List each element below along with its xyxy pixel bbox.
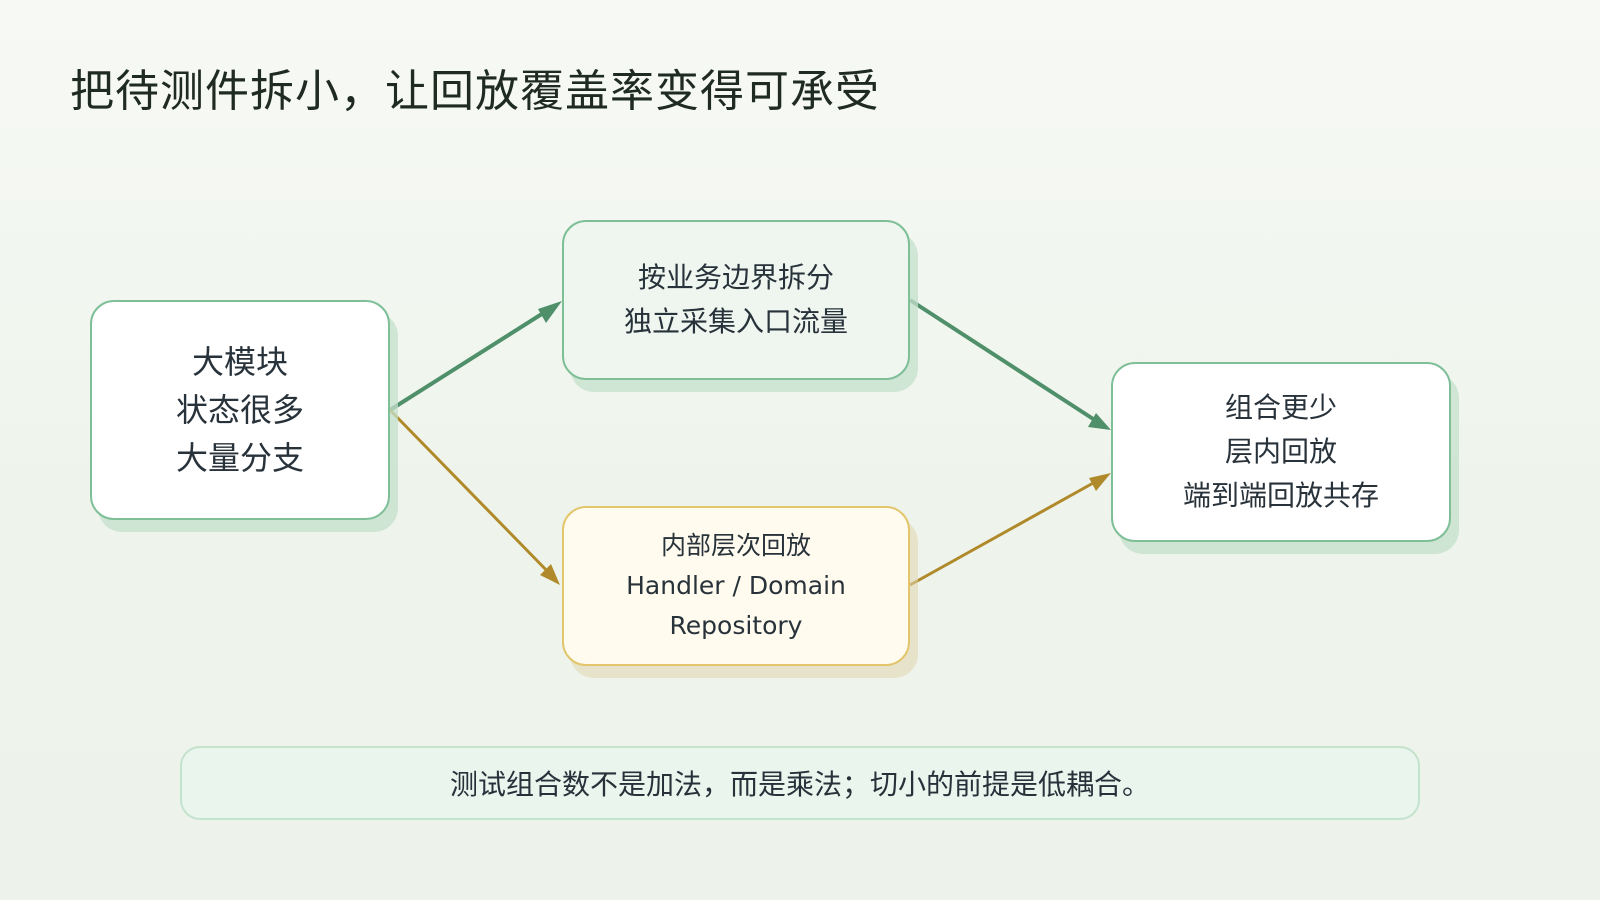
arrow-split-to-result [908, 298, 1111, 430]
page-title: 把待测件拆小，让回放覆盖率变得可承受 [70, 66, 880, 117]
node-line: 大量分支 [175, 439, 304, 477]
node-line: 按业务边界拆分 [637, 261, 834, 294]
arrow-layer-to-result [909, 473, 1111, 587]
arrow-source-to-split [388, 301, 562, 412]
node-line: 内部层次回放 [660, 531, 811, 560]
footer-text: 测试组合数不是加法，而是乘法；切小的前提是低耦合。 [449, 768, 1150, 801]
node-line: 组合更少 [1224, 391, 1337, 424]
node-line: Repository [669, 611, 803, 640]
node-internal-layer-replay: 内部层次回放 Handler / Domain Repository [562, 506, 910, 666]
node-line: Handler / Domain [626, 571, 846, 600]
footer-note: 测试组合数不是加法，而是乘法；切小的前提是低耦合。 [180, 746, 1420, 820]
node-split-by-boundary: 按业务边界拆分 独立采集入口流量 [562, 220, 910, 380]
node-line: 大模块 [191, 343, 288, 381]
node-large-module: 大模块 状态很多 大量分支 [90, 300, 390, 520]
node-line: 独立采集入口流量 [623, 305, 848, 338]
node-line: 状态很多 [175, 391, 304, 429]
node-line: 端到端回放共存 [1182, 479, 1379, 512]
node-fewer-combinations: 组合更少 层内回放 端到端回放共存 [1111, 362, 1451, 542]
arrow-source-to-layer [388, 408, 560, 585]
node-line: 层内回放 [1224, 435, 1337, 468]
